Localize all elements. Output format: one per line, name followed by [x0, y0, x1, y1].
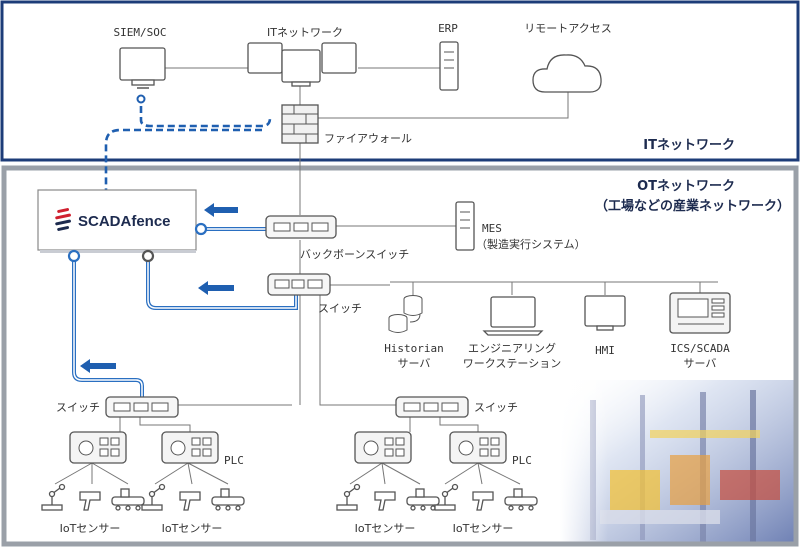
plc-icon	[69, 431, 127, 464]
ics-scada-server-icon	[669, 292, 731, 334]
mes-server-icon	[455, 201, 475, 251]
historian-database-icon	[388, 295, 423, 333]
plc-right-label: PLC	[512, 454, 532, 467]
plc-icon	[161, 431, 219, 464]
switch-icon	[267, 273, 331, 296]
mes-sublabel: （製造実行システム）	[476, 237, 586, 251]
iot-sensor-label: IoTセンサー	[355, 522, 416, 535]
traffic-arrow-icon	[198, 281, 234, 295]
ot-zone-subtitle: （工場などの産業ネットワーク）	[595, 198, 790, 214]
ics-scada-sublabel: サーバ	[684, 357, 717, 370]
network-links	[54, 67, 718, 485]
ics-scada-label: ICS/SCADA	[670, 342, 730, 355]
it-zone-title: ITネットワーク	[643, 138, 735, 153]
mes-label: MES	[482, 222, 502, 235]
engineering-sublabel: ワークステーション	[463, 357, 561, 370]
iot-sensor-label: IoTセンサー	[453, 522, 514, 535]
it-network-monitors-icon	[247, 42, 357, 87]
historian-sublabel: サーバ	[398, 357, 431, 370]
iot-sensor-label: IoTセンサー	[60, 522, 121, 535]
remote-access-label: リモートアクセス	[524, 22, 611, 35]
scadafence-logo-text: SCADAfence	[78, 213, 171, 230]
hmi-label: HMI	[595, 344, 615, 357]
plc-icon	[449, 431, 507, 464]
engineering-label: エンジニアリング	[468, 341, 556, 355]
laptop-icon	[482, 296, 544, 336]
backbone-switch-label: バックボーンスイッチ	[300, 248, 409, 261]
it-zone-frame	[0, 0, 800, 162]
siem-monitor-icon	[119, 47, 166, 104]
switch-left-label: スイッチ	[56, 401, 100, 414]
switch-icon	[395, 396, 469, 418]
it-network-label: ITネットワーク	[267, 26, 343, 39]
ot-zone-title: OTネットワーク	[637, 179, 735, 194]
cloud-icon	[532, 54, 602, 93]
switch-main-label: スイッチ	[318, 302, 362, 315]
scadafence-appliance: SCADAfence	[37, 189, 208, 263]
traffic-arrow-icon	[80, 359, 116, 373]
historian-label: Historian	[384, 342, 444, 355]
firewall-label: ファイアウォール	[324, 132, 412, 145]
iot-sensors-icon	[41, 483, 538, 511]
switch-icon	[105, 396, 179, 418]
traffic-arrow-icon	[204, 203, 238, 217]
switch-right-label: スイッチ	[474, 401, 518, 414]
plc-left-label: PLC	[224, 454, 244, 467]
plc-icon	[354, 431, 412, 464]
siem-label: SIEM/SOC	[114, 26, 167, 39]
backbone-switch-icon	[265, 215, 337, 239]
erp-server-icon	[439, 41, 459, 91]
scadafence-logo-icon	[55, 208, 71, 231]
erp-label: ERP	[438, 22, 458, 35]
factory-photo	[560, 380, 796, 545]
ot-zone-frame	[1, 165, 799, 547]
mirror-links	[72, 95, 298, 398]
iot-sensor-label: IoTセンサー	[162, 522, 223, 535]
firewall-icon	[281, 104, 319, 144]
hmi-monitor-icon	[584, 295, 626, 331]
